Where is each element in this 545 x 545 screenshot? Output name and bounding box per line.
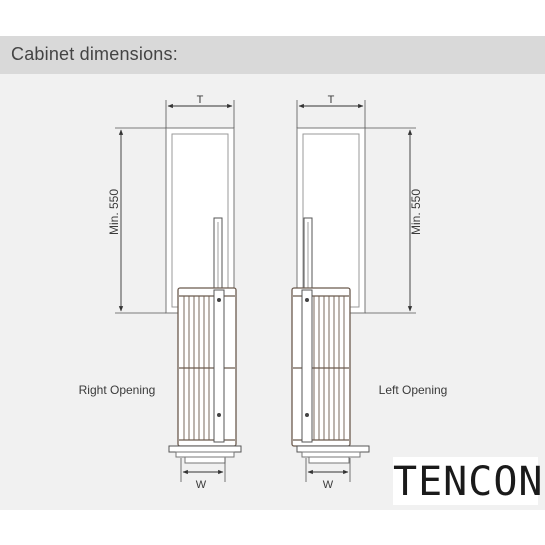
- width-label: W: [196, 479, 207, 491]
- right-opening-caption: Right Opening: [79, 383, 156, 397]
- basket-frame: [291, 287, 351, 447]
- section-title: Cabinet dimensions:: [11, 44, 178, 64]
- section-header: Cabinet dimensions:: [0, 36, 545, 74]
- front-post: [301, 289, 313, 443]
- front-post: [213, 289, 225, 443]
- brand-logo: TENCON: [393, 457, 544, 505]
- height-label: Min. 550: [107, 189, 121, 235]
- diagram-panel: [0, 36, 545, 510]
- depth-label: T: [328, 94, 335, 106]
- base-plate: [296, 445, 370, 453]
- width-label: W: [323, 479, 334, 491]
- height-label: Min. 550: [409, 189, 423, 235]
- cabinet-outline: [165, 127, 235, 314]
- left-opening-figure: T Min. 550 W Left Opening: [291, 94, 448, 491]
- right-opening-figure: T Min. 550 W Right Opening: [79, 94, 242, 491]
- base-plate: [168, 445, 242, 453]
- depth-label: T: [197, 94, 204, 106]
- left-opening-caption: Left Opening: [379, 383, 448, 397]
- basket-frame: [177, 287, 237, 447]
- brand-name: TENCON: [393, 459, 544, 505]
